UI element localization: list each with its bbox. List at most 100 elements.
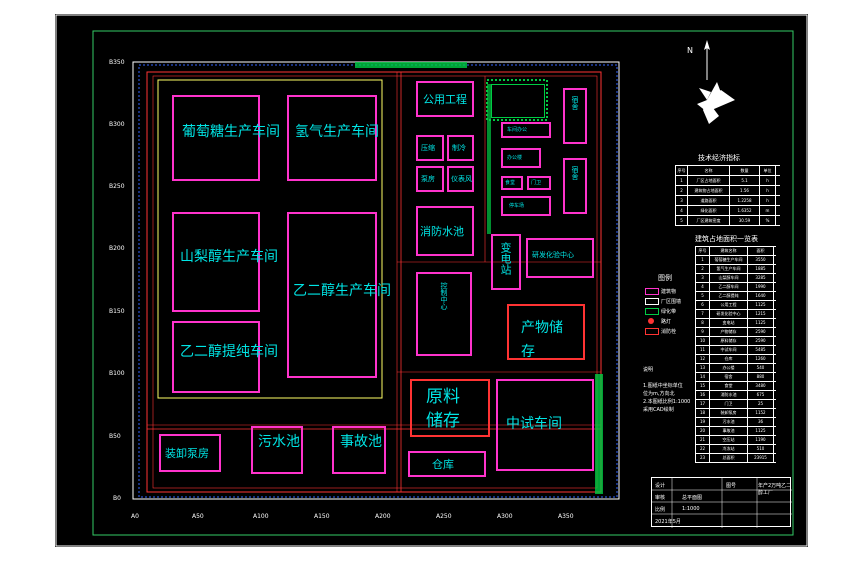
x-tick: A300	[497, 513, 513, 520]
table-cell: 装卸泵房	[710, 409, 748, 417]
building-substation: 变电站	[491, 234, 521, 290]
hydrogen-workshop-label: 氢气生产车间	[295, 124, 379, 140]
table-cell: 食堂	[710, 382, 748, 390]
compressor-label: 压缩	[421, 144, 435, 152]
table-cell: 1125	[748, 301, 774, 309]
legend-greenbelt-swatch	[645, 308, 659, 315]
table-cell: 数量	[730, 166, 760, 175]
building-dormitory: 宿舍	[563, 88, 587, 144]
table-cell: 建筑名称	[710, 247, 748, 255]
table-cell: 510	[748, 445, 774, 453]
table-cell: 1640	[748, 292, 774, 300]
table-cell: 2	[676, 186, 688, 195]
table-cell: 序号	[696, 247, 710, 255]
note-line: 2.本图纸比例1:1000	[643, 399, 691, 405]
office-label: 办公楼	[507, 155, 523, 161]
building-wastewater: 污水池	[251, 426, 303, 474]
table-cell: 4	[696, 283, 710, 291]
legend-item: 厂区围墙	[661, 299, 682, 305]
table-cell: 18	[696, 409, 710, 417]
table-cell: 山梨醇车间	[710, 274, 748, 282]
tb-scale-label: 比例	[655, 507, 666, 513]
table-cell: 9	[696, 328, 710, 336]
table-cell: 3	[676, 196, 688, 205]
table-cell: 序号	[676, 166, 688, 175]
table-cell: 17	[696, 400, 710, 408]
rd-center-label: 研发化验中心	[532, 251, 574, 259]
area-table-title: 建筑占地面积一览表	[695, 235, 758, 243]
fire-water-label: 消防水池	[420, 225, 464, 238]
table-cell: 名称	[688, 166, 730, 175]
table-cell: 880	[748, 373, 774, 381]
building-ethylene-glycol: 乙二醇生产车间	[287, 212, 391, 378]
building-product-storage: 产物储存	[507, 304, 585, 360]
building-instrument-air: 仪表风	[447, 166, 474, 192]
table-cell: 5485	[748, 346, 774, 354]
table-cell: 3480	[748, 382, 774, 390]
table-cell: 1	[696, 256, 710, 264]
parking-label: 停车场	[509, 203, 525, 209]
legend-item: 绿化带	[661, 309, 677, 315]
x-tick: A150	[314, 513, 330, 520]
building-office: 办公楼	[501, 148, 541, 168]
table-cell: 污水池	[710, 418, 748, 426]
building-loading-pump: 装卸泵房	[159, 434, 221, 472]
table-cell: 20	[696, 427, 710, 435]
y-tick: B50	[109, 433, 121, 440]
table-cell: 675	[748, 391, 774, 399]
table-cell: 7	[696, 310, 710, 318]
compass-rose-icon	[697, 40, 735, 124]
eg-workshop-label: 乙二醇生产车间	[293, 283, 391, 299]
table-cell: 16	[696, 391, 710, 399]
building-fire-water: 消防水池	[416, 206, 474, 256]
table-cell: 公用工程	[710, 301, 748, 309]
table-cell: 36	[748, 418, 774, 426]
table-cell: 1.56	[730, 186, 760, 195]
table-cell: 绿化面积	[688, 206, 730, 215]
y-tick: B250	[109, 183, 125, 190]
sheet-border	[55, 14, 808, 547]
table-cell: 建筑物占地面积	[688, 186, 730, 195]
table-cell: 12	[696, 355, 710, 363]
building-accident-pool: 事故池	[332, 426, 386, 474]
table-cell: 办公楼	[710, 364, 748, 372]
table-cell: 乙二醇车间	[710, 283, 748, 291]
table-cell: h	[760, 176, 776, 185]
warehouse-label: 仓库	[432, 458, 454, 471]
x-tick: A250	[436, 513, 452, 520]
public-works-label: 公用工程	[423, 93, 467, 106]
compass: N	[687, 40, 745, 140]
tb-design-label: 设计	[655, 483, 666, 489]
guard-label: 门卫	[531, 180, 542, 186]
x-tick: A350	[558, 513, 574, 520]
table-cell: 14	[696, 373, 710, 381]
notes-title: 说明	[643, 367, 654, 373]
table-cell: 1152	[748, 409, 774, 417]
sorbitol-workshop-label: 山梨醇生产车间	[180, 249, 278, 265]
table-cell: 3285	[748, 274, 774, 282]
table-cell: 仓库	[710, 355, 748, 363]
table-cell: 23915	[748, 454, 774, 462]
product-storage-label: 产物储存	[521, 320, 563, 360]
table-cell: 道路面积	[688, 196, 730, 205]
y-tick: B200	[109, 245, 125, 252]
table-cell: 5	[696, 292, 710, 300]
building-compressor: 压缩	[416, 135, 444, 161]
workshop-office-label: 车间办公	[507, 127, 528, 133]
dormitory-label: 宿舍	[571, 96, 579, 110]
building-rd-center: 研发化验中心	[526, 238, 594, 278]
table-cell: 厂区建筑密度	[688, 216, 730, 225]
table-cell: 1215	[748, 310, 774, 318]
table-cell: h	[760, 196, 776, 205]
